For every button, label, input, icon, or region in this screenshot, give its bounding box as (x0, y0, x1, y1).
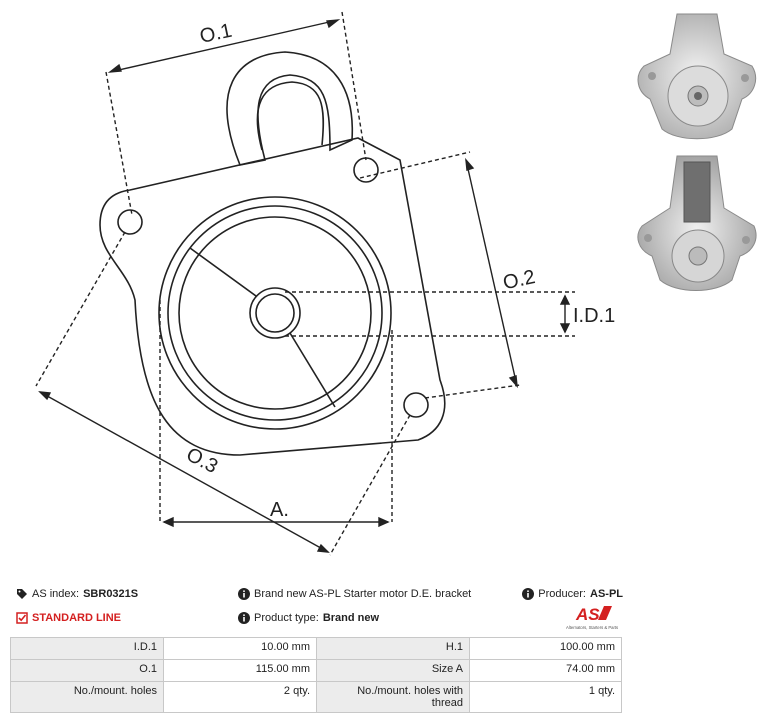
as-pl-logo: AS Alternators, Starters & Parts (566, 605, 618, 630)
standard-line-row: STANDARD LINE (16, 612, 121, 624)
spec-label: H.1 (316, 637, 470, 660)
description-text: Brand new AS-PL Starter motor D.E. brack… (254, 588, 472, 600)
table-row: I.D.1 10.00 mm H.1 100.00 mm (10, 637, 622, 660)
spec-value: 2 qty. (163, 681, 317, 713)
info-icon (238, 612, 250, 624)
table-row: O.1 115.00 mm Size A 74.00 mm (10, 659, 622, 682)
producer-row: Producer: AS-PL (522, 588, 623, 600)
shaft-inner (255, 293, 295, 333)
bore-mid (167, 205, 383, 421)
bracket-top-loop-inner (256, 81, 325, 151)
spec-value: 115.00 mm (163, 659, 317, 682)
spec-label: No./mount. holes (10, 681, 164, 713)
as-index-row: AS index: SBR0321S (16, 588, 138, 600)
spec-value: 10.00 mm (163, 637, 317, 660)
bracket-top-loop (226, 51, 354, 166)
spec-label: Size A (316, 659, 470, 682)
technical-drawing: O.1 O.2 O.3 I.D.1 A. (35, 11, 615, 556)
bracket-flange-outline (99, 137, 446, 456)
mount-hole-top-right (353, 157, 379, 183)
spec-label: O.1 (10, 659, 164, 682)
info-icon (522, 588, 535, 600)
table-row: No./mount. holes 2 qty. No./mount. holes… (10, 681, 622, 713)
mount-hole-bottom-right (403, 392, 429, 418)
as-index-value: SBR0321S (83, 588, 139, 600)
checkbox-checked-icon (16, 612, 28, 624)
spec-value: 74.00 mm (469, 659, 622, 682)
spec-value: 100.00 mm (469, 637, 622, 660)
bracket-photo-front-icon (637, 13, 757, 140)
shaft-outer (249, 287, 301, 339)
spec-value: 1 qty. (469, 681, 622, 713)
as-index-label: AS index: (32, 588, 80, 600)
logo-mark: AS (575, 605, 600, 624)
product-type-row: Product type: Brand new (238, 612, 379, 624)
tags-icon (17, 589, 27, 599)
label-a: A. (270, 499, 289, 521)
spec-label: No./mount. holes with thread (316, 681, 470, 713)
bore-inner (178, 216, 372, 410)
product-type-label: Product type: (254, 612, 319, 624)
mount-hole-left (117, 209, 143, 235)
bore-outer (158, 196, 392, 430)
producer-label: Producer: (538, 588, 586, 600)
sector-cut (189, 247, 336, 408)
spec-table: I.D.1 10.00 mm H.1 100.00 mm O.1 115.00 … (10, 637, 622, 713)
label-o2: O.2 (501, 266, 537, 294)
spec-label: I.D.1 (10, 637, 164, 660)
info-icon (238, 588, 250, 600)
producer-value: AS-PL (590, 588, 623, 600)
product-type-value: Brand new (322, 612, 380, 624)
label-o3: O.3 (183, 443, 222, 478)
label-o1: O.1 (198, 20, 234, 48)
description-row: Brand new AS-PL Starter motor D.E. brack… (238, 588, 471, 600)
bracket-photo-back-icon (637, 155, 757, 291)
label-id1: I.D.1 (573, 305, 615, 327)
logo-tagline: Alternators, Starters & Parts (566, 625, 618, 630)
standard-line-text: STANDARD LINE (32, 612, 122, 624)
